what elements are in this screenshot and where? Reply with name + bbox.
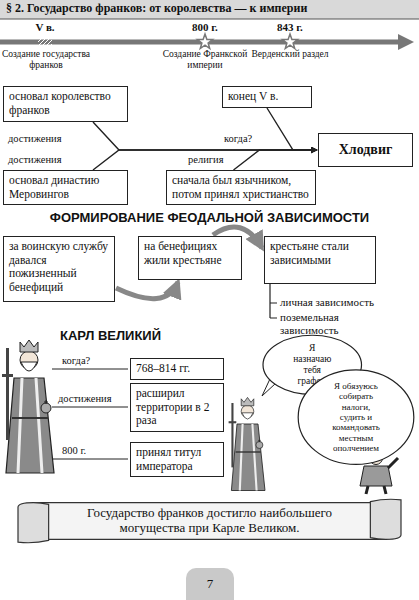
edge-label: достижения: [6, 133, 64, 145]
charlemagne-small-figure: [229, 397, 265, 490]
label: поземельная зависимость: [280, 311, 375, 336]
node-text: принял титул императора: [136, 446, 218, 473]
label: 843 г.: [265, 21, 315, 34]
process-box: конец V в.: [222, 86, 312, 108]
label: 800 г.: [180, 21, 230, 34]
node-text: основал королевство франков: [9, 90, 122, 117]
process-box: принял титул императора: [130, 442, 224, 477]
label: 800 г.: [62, 445, 122, 457]
label: личная зависимость: [280, 296, 415, 309]
node-text: расширил территории в 2 раза: [136, 387, 218, 428]
process-box: 768–814 гг.: [130, 358, 224, 380]
fishbone-branch: [267, 108, 317, 150]
edge-label: когда?: [222, 133, 254, 145]
process-box: расширил территории в 2 раза: [130, 383, 224, 432]
process-box: основал династию Меровингов: [3, 170, 128, 205]
node-text: крестьяне стали зависимыми: [270, 240, 370, 267]
node-text: за воинскую службу давался пожизненный б…: [9, 240, 109, 294]
speech-bubble: Я обязуюсь собирать налоги, судить и ком…: [297, 368, 415, 466]
process-box: крестьяне стали зависимыми: [264, 236, 376, 284]
title-band: [0, 0, 419, 19]
node-text: Государство франков достигло наибольшего…: [58, 506, 361, 536]
process-box: за воинскую службу давался пожизненный б…: [3, 236, 115, 302]
node-text: конец V в.: [228, 90, 306, 104]
curved-arrow: [116, 282, 178, 299]
node-text: 768–814 гг.: [136, 362, 218, 376]
fishbone-branch: [93, 150, 317, 170]
charlemagne-figure: [2, 340, 54, 473]
node-text: основал династию Меровингов: [9, 174, 122, 201]
label: Верденский раздел: [248, 49, 332, 60]
dependency-bracket: [270, 284, 277, 318]
node-text: 7: [207, 577, 214, 592]
label: достижения: [58, 393, 128, 405]
key-box: Хлодвиг: [318, 133, 413, 167]
process-box: основал королевство франков: [3, 86, 128, 122]
node-text: сначала был язычником, потом принял хрис…: [172, 174, 310, 201]
label: Создание Франкской империи: [158, 49, 252, 71]
node-text: на бенефициях жили крестьяне: [144, 240, 236, 267]
label: V в.: [20, 21, 70, 34]
node-text: Я обязуюсь собирать налоги, судить и ком…: [332, 381, 380, 453]
process-box: на бенефициях жили крестьяне: [138, 236, 242, 280]
node-text: Хлодвиг: [339, 142, 393, 159]
fishbone-branch: [93, 122, 317, 150]
page-title: § 2. Государство франков: от королевства…: [6, 2, 307, 16]
section-heading: КАРЛ ВЕЛИКИЙ: [60, 329, 220, 344]
scroll-banner: Государство франков достигло наибольшего…: [18, 498, 401, 544]
timeline: [0, 34, 414, 50]
section-heading: ФОРМИРОВАНИЕ ФЕОДАЛЬНОЙ ЗАВИСИМОСТИ: [0, 211, 419, 226]
label: Создание государства франков: [0, 49, 92, 71]
label: когда?: [62, 355, 122, 367]
process-box: сначала был язычником, потом принял хрис…: [166, 170, 316, 205]
leader-lines: [52, 369, 128, 459]
edge-label: достижения: [6, 154, 64, 166]
edge-label: религия: [186, 154, 226, 166]
fishbone-branch: [234, 150, 318, 170]
page-number-tab: 7: [186, 568, 234, 600]
